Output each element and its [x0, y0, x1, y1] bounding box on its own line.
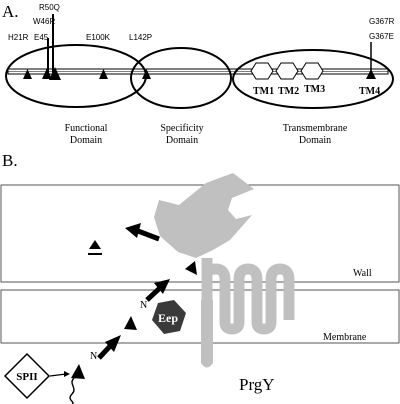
- mutation-label-e45: E45: [34, 33, 49, 42]
- specificity-domain-label-line2: Domain: [166, 135, 198, 146]
- released-peptide: [88, 240, 102, 255]
- spii-label: SPII: [16, 371, 37, 383]
- peptide-intermediate-triangle: [124, 316, 137, 330]
- process-arrow-1-head: [105, 335, 121, 352]
- tm4-label: TM4: [359, 86, 380, 97]
- mutation-triangle-r50q: [49, 67, 61, 80]
- membrane-label: Membrane: [323, 332, 367, 343]
- peptide-precursor-triangle: [71, 364, 85, 379]
- tm1-hexagon: [250, 62, 274, 80]
- tm2-label: TM2: [278, 86, 299, 97]
- eep-label: Eep: [158, 311, 178, 325]
- process-arrow-heads: [105, 223, 170, 352]
- functional-domain-label-line2: Domain: [70, 135, 102, 146]
- membrane-band: [0, 289, 400, 344]
- mutation-triangle-e100k: [99, 69, 108, 79]
- process-arrow-3-head: [125, 223, 141, 238]
- mutation-label-e100k: E100K: [86, 33, 111, 42]
- peptide-tail-squiggle: [69, 377, 75, 404]
- mutation-triangle-e45: [42, 68, 52, 79]
- prgy-protein: [154, 173, 295, 368]
- eep-protein: Eep: [152, 300, 186, 334]
- functional-domain-label-line1: Functional: [65, 123, 108, 134]
- specificity-domain-ellipse: [130, 47, 232, 109]
- tm3-label: TM3: [304, 84, 325, 95]
- functional-domain-ellipse: [5, 44, 147, 108]
- mutation-triangle-h21r: [23, 69, 32, 79]
- domain-ellipses: [5, 44, 394, 109]
- panel-b-label: B.: [2, 151, 18, 170]
- transmembrane-domain-ellipse: [232, 49, 394, 109]
- wall-label: Wall: [353, 268, 372, 279]
- mutation-label-l142p: L142P: [129, 33, 152, 42]
- mutation-labels: H21R E45 W46R R50Q E100K L142P G367R G36…: [8, 3, 395, 42]
- prgy-membrane-anchor: [201, 300, 213, 368]
- transmembrane-domain-label-line1: Transmembrane: [283, 123, 348, 134]
- mutation-label-r50q: R50Q: [39, 3, 60, 12]
- tm1-label: TM1: [253, 86, 274, 97]
- prgy-extracellular-domain: [154, 173, 254, 258]
- n-terminus-label-lower: N: [90, 351, 97, 362]
- released-peptide-triangle: [89, 240, 101, 249]
- tm2-hexagon: [275, 62, 299, 80]
- mutation-label-g367r: G367R: [369, 17, 395, 26]
- eep-hexagon: [152, 300, 186, 334]
- protein-bar: [7, 68, 389, 75]
- spii-diamond: [3, 352, 51, 400]
- tm-hexagons: [250, 62, 324, 80]
- mutation-triangle-g367: [366, 69, 376, 79]
- specificity-domain-label-line1: Specificity: [160, 123, 203, 134]
- mutation-label-g367e: G367E: [369, 32, 394, 41]
- peptide-bound-triangle: [185, 261, 197, 275]
- n-terminus-label-upper: N: [140, 300, 147, 311]
- domain-labels: Functional Domain Specificity Domain Tra…: [65, 123, 348, 146]
- prgy-label: PrgY: [239, 375, 275, 394]
- tm-labels: TM1 TM2 TM3 TM4: [253, 84, 380, 97]
- spii-arrow-head: [64, 371, 70, 377]
- transmembrane-domain-label-line2: Domain: [299, 135, 331, 146]
- panel-a-label: A.: [2, 2, 19, 21]
- mutation-label-h21r: H21R: [8, 33, 29, 42]
- process-arrow-2-head: [154, 279, 170, 294]
- tm3-hexagon: [300, 62, 324, 80]
- spii-signal-peptidase: SPII: [3, 352, 51, 400]
- spii-arrow-line: [49, 373, 67, 377]
- process-arrow-3-line: [137, 228, 160, 242]
- mutation-label-w46r: W46R: [33, 17, 55, 26]
